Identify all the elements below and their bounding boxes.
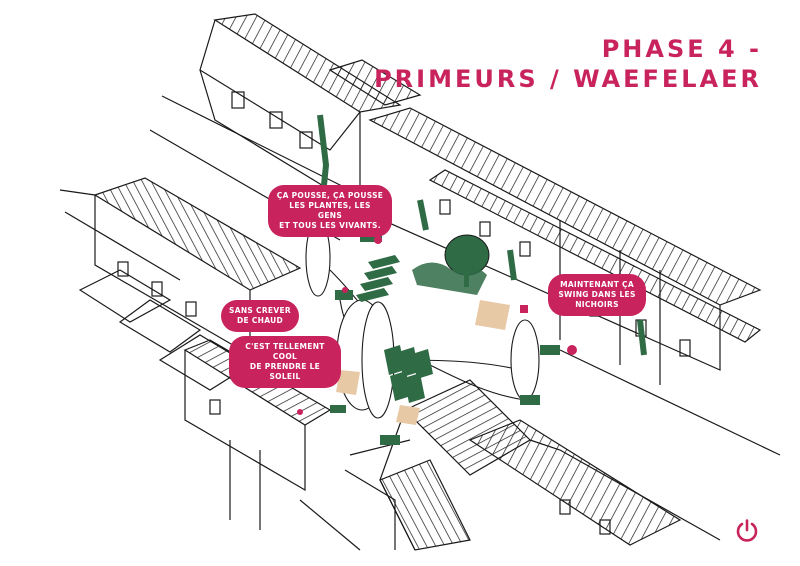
- speech-bubble-plants: ÇA POUSSE, ÇA POUSSE LES PLANTES, LES GE…: [268, 185, 392, 237]
- bubble-line: MAINTENANT ÇA: [560, 280, 634, 289]
- greenery: [317, 114, 647, 445]
- bubble-line: C'EST TELLEMENT COOL: [245, 342, 325, 361]
- bubble-line: LES PLANTES, LES GENS: [289, 201, 371, 220]
- bubble-line: SWING DANS LES: [558, 290, 636, 299]
- bubble-line: DE CHAUD: [236, 316, 284, 325]
- speech-bubble-soleil: C'EST TELLEMENT COOL DE PRENDRE LE SOLEI…: [229, 336, 341, 388]
- bubble-line: NICHOIRS: [575, 300, 619, 309]
- terraces: [336, 300, 510, 425]
- speech-bubble-nichoirs: MAINTENANT ÇA SWING DANS LES NICHOIRS: [548, 274, 646, 316]
- speech-bubble-chaud: SANS CREVER DE CHAUD: [221, 300, 299, 332]
- power-icon[interactable]: [734, 518, 760, 544]
- bubble-line: DE PRENDRE LE SOLEIL: [249, 362, 321, 381]
- bubble-line: ET TOUS LES VIVANTS.: [279, 221, 381, 230]
- title-line-2: PRIMEURS / WAEFELAER: [374, 65, 762, 93]
- bubble-line: ÇA POUSSE, ÇA POUSSE: [276, 191, 384, 200]
- bottom-houses: [344, 379, 721, 551]
- bubble-line: SANS CREVER: [229, 306, 291, 315]
- title-line-1: PHASE 4 -: [601, 35, 762, 63]
- crosswalk-bottom: [384, 345, 433, 403]
- crosswalk-top: [356, 255, 400, 302]
